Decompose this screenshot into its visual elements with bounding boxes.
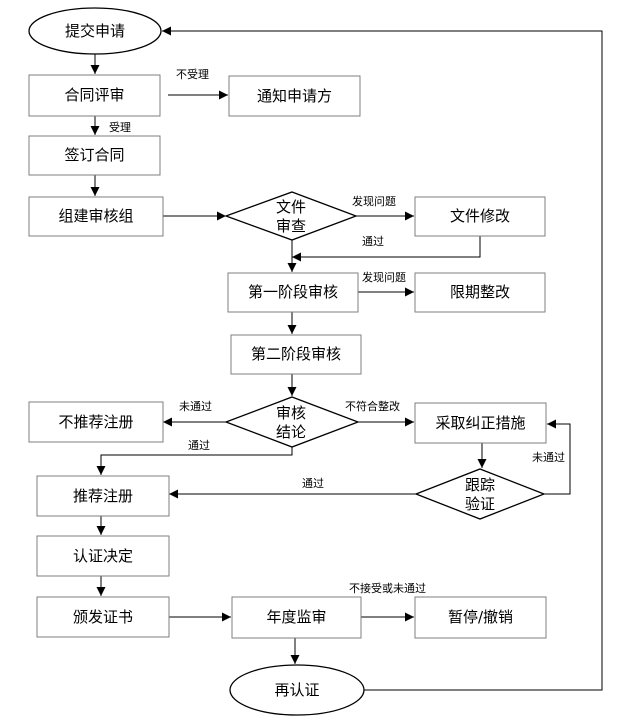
node-recert-shape [229,664,365,716]
connectors [90,26,603,691]
node-recommend-shape [36,475,170,517]
label-passed-1: 通过 [362,235,384,248]
label-not-accepted: 不受理 [176,68,209,81]
node-contract-review: 合同评审 [64,86,124,104]
node-conclusion-line2: 结论 [276,423,306,441]
node-doc-review-line1: 文件 [276,198,306,216]
node-not-recommend: 不推荐注册 [58,413,133,431]
arrow-conclusion-to-recommend [96,447,293,475]
label-failed-1: 未通过 [179,400,212,413]
node-suspend-shape [414,596,547,639]
label-nonconform: 不符合整改 [345,399,400,413]
label-problem-found-1: 发现问题 [352,194,396,208]
node-sign-contract: 签订合同 [64,146,124,164]
node-doc-review-line2: 审查 [276,217,306,235]
node-doc-review-shape [224,191,358,241]
node-recert: 再认证 [274,681,319,699]
node-rectify-shape [414,272,546,313]
edge-labels: 不受理 受理 发现问题 通过 发现问题 未通过 不符合整改 通过 未通过 通过 … [109,68,565,595]
label-not-accept-or-fail: 不接受或未通过 [349,582,426,595]
node-issue-cert: 颁发证书 [73,608,133,626]
node-form-team-shape [28,196,164,237]
label-failed-2: 未通过 [532,451,565,464]
node-decision-shape [36,535,170,577]
node-conclusion-line1: 审核 [276,404,306,422]
nodes: 提交申请 合同评审 通知申请方 签订合同 组建审核组 文件 审查 文件修改 第一… [28,7,547,716]
node-contract-review-shape [28,74,161,117]
node-corrective-shape [414,402,547,444]
node-conclusion-shape [224,396,360,448]
label-problem-found-2: 发现问题 [362,270,406,284]
arrow-recert-loop [162,26,603,691]
node-stage2-shape [230,334,362,375]
node-decision: 认证决定 [73,547,133,565]
node-track-line2: 验证 [465,495,495,513]
node-suspend: 暂停/撤销 [448,608,513,626]
node-recommend: 推荐注册 [73,487,133,505]
label-accepted: 受理 [109,121,131,134]
node-notify-shape [228,75,361,117]
node-not-recommend-shape [28,401,164,443]
node-stage1: 第一阶段审核 [248,283,338,301]
arrow-modify-back [292,236,481,262]
node-corrective: 采取纠正措施 [435,414,525,432]
node-notify: 通知申请方 [257,87,332,105]
node-stage1-shape [227,272,359,313]
node-annual-audit-shape [231,596,362,639]
arrow-track-back [544,419,571,495]
node-stage2: 第二阶段审核 [251,345,341,363]
node-track-line1: 跟踪 [465,476,495,494]
label-passed-2: 通过 [188,439,210,452]
node-doc-modify-shape [414,196,546,237]
node-issue-cert-shape [36,596,170,638]
node-form-team: 组建审核组 [58,207,133,225]
label-passed-3: 通过 [302,477,324,490]
node-submit: 提交申请 [65,22,125,40]
node-doc-modify: 文件修改 [450,207,510,225]
node-submit-shape [28,7,162,55]
node-sign-contract-shape [28,135,161,176]
node-annual-audit: 年度监审 [266,608,326,626]
node-track-shape [414,468,546,520]
node-rectify: 限期整改 [450,283,510,301]
